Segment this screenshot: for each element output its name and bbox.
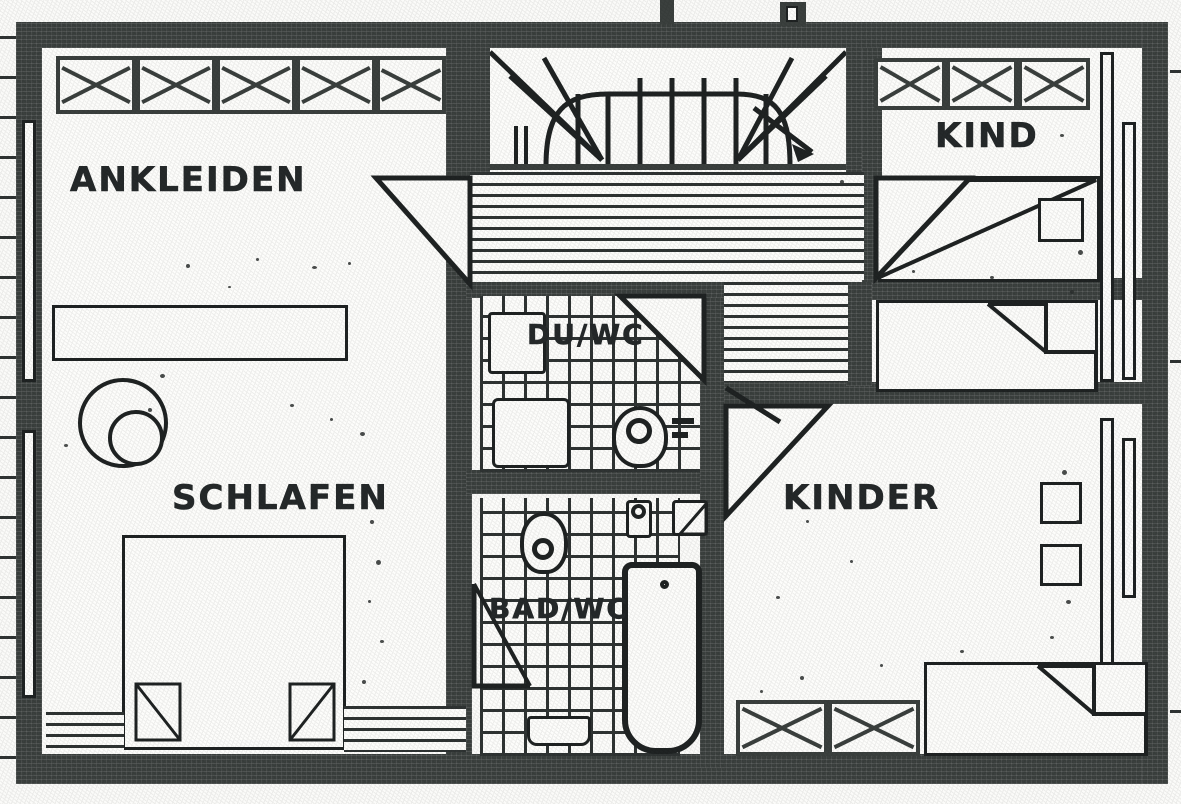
window-left-lower: [22, 430, 36, 698]
table-chair-schlafen: [108, 410, 164, 466]
bidet-bowl: [631, 504, 646, 519]
interior-wall-kind-bottom: [862, 278, 1147, 300]
interior-wall-left-core-lower: [446, 282, 472, 768]
window-top-left-4: [296, 56, 376, 114]
nightstand-kinder-a: [1040, 482, 1082, 524]
bidet: [626, 500, 652, 538]
exterior-wall-top: [16, 22, 1168, 48]
interior-wall-stair-right: [846, 22, 866, 172]
interior-wall-stair-left: [470, 22, 490, 172]
bathtub-drain: [660, 580, 669, 589]
schlafen-floor-strip-left: [46, 712, 124, 752]
hallway-floor-right: [724, 282, 848, 382]
window-top-right-3: [1018, 58, 1090, 110]
wc-bowl-duwc: [612, 406, 668, 468]
window-bottom-right-2: [828, 700, 920, 756]
washbasin-counter: [492, 398, 570, 468]
stair-landing-edge: [490, 164, 846, 170]
door-badwc[interactable]: [468, 582, 538, 692]
door-kind[interactable]: [872, 172, 976, 285]
top-wall-notch: [660, 0, 674, 24]
window-top-left-1: [56, 56, 136, 114]
window-top-left-5: [376, 56, 446, 114]
room-label-kind: KIND: [935, 116, 1039, 157]
interior-wall-bath-mid: [466, 470, 724, 494]
staircase: [490, 48, 846, 166]
exterior-wall-bottom: [16, 754, 1168, 784]
door-duwc[interactable]: [613, 292, 708, 387]
window-top-right-1: [874, 58, 946, 110]
window-right-upper-b: [1122, 122, 1136, 380]
door-ankleiden[interactable]: [370, 172, 474, 291]
towel-rail-duwc-2: [672, 432, 688, 438]
wc-bowl-inner-duwc: [626, 418, 652, 444]
room-label-duwc: DU/WC: [527, 318, 645, 352]
chimney-flue-icon: [786, 6, 798, 22]
door-kinder[interactable]: [722, 402, 834, 523]
window-top-left-2: [136, 56, 216, 114]
room-label-kinder: KINDER: [783, 478, 941, 519]
interior-wall-hall-right-lower: [846, 282, 872, 386]
nightstand-kind: [1038, 198, 1084, 242]
towel-rail-duwc: [672, 418, 694, 424]
window-top-right-2: [946, 58, 1018, 110]
wardrobe-fold-kind: [984, 300, 1100, 394]
room-label-badwc: BAD/WC: [489, 592, 629, 626]
window-right-upper-a: [1100, 52, 1114, 382]
single-bed-kinder: [924, 662, 1148, 756]
dimension-ticks-left: [0, 30, 16, 790]
window-left-upper: [22, 120, 36, 382]
schlafen-floor-strip-right: [344, 706, 466, 752]
wardrobe-kind: [876, 300, 1098, 392]
sink-badwc: [527, 716, 591, 746]
bathtub: [622, 562, 702, 754]
window-top-left-3: [216, 56, 296, 114]
shower-tray: [488, 312, 546, 374]
bed-pillow-folds-schlafen: [122, 668, 348, 752]
nightstand-kinder-b: [1040, 544, 1082, 586]
stair-direction-arrow: [792, 144, 814, 162]
hallway-floor-upper: [470, 172, 864, 280]
bed-fold-kinder: [1034, 662, 1150, 758]
room-label-ankleiden: ANKLEIDEN: [70, 160, 307, 201]
room-label-schlafen: SCHLAFEN: [172, 478, 389, 519]
window-bottom-right-1: [736, 700, 828, 756]
door-hall-landing[interactable]: [724, 385, 784, 426]
bath-cabinet-diagonal: [674, 499, 708, 536]
wc-bowl-inner-badwc: [532, 538, 554, 560]
dimension-ticks-right: [1170, 30, 1181, 790]
window-right-lower-b: [1122, 438, 1136, 598]
wardrobe-ankleiden: [52, 305, 348, 361]
